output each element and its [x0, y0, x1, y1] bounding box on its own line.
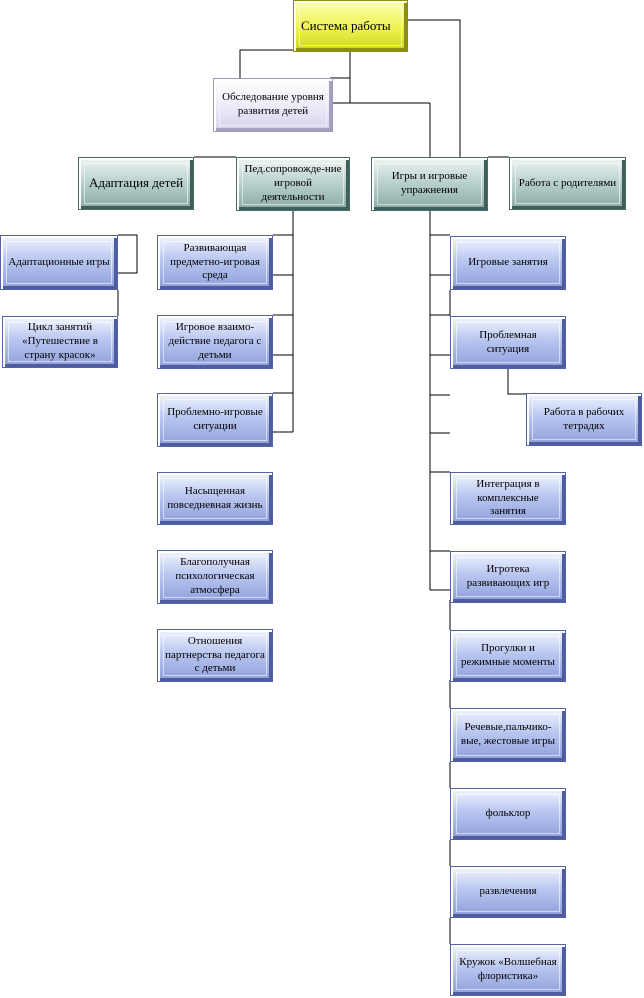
- node-env-label: Развивающая предметно-игровая среда: [170, 241, 260, 282]
- node-game-library: Игротека развивающих игр: [450, 551, 566, 603]
- node-parents-label: Работа с родителями: [518, 176, 617, 189]
- node-ped-support: Пед.сопровожде-ние игровой деятельности: [236, 157, 350, 211]
- node-workbooks: Работа в рабочих тетрадях: [526, 393, 642, 446]
- node-integration-label: Интеграция в комплексные занятия: [476, 477, 540, 518]
- node-game-lessons: Игровые занятия: [450, 236, 566, 290]
- node-integration: Интеграция в комплексные занятия: [450, 472, 566, 525]
- node-adaptation-label: Адаптация детей: [88, 175, 184, 191]
- node-games: Игры и игровые упражнения: [371, 157, 488, 211]
- node-club-label: Кружок «Волшебная флористика»: [459, 956, 557, 982]
- node-daily-life-label: Насыщенная повседневная жизнь: [167, 484, 263, 511]
- node-atmosphere: Благополучная психологическая атмосфера: [157, 550, 273, 604]
- node-folklore: фольклор: [450, 788, 566, 840]
- node-adapt-games-label: Адаптационные игры: [8, 255, 110, 268]
- node-walks-label: Прогулки и режимные моменты: [461, 642, 555, 668]
- connector-adapt-games: [118, 234, 138, 274]
- node-partnership-label: Отношения партнерства педагога с детьми: [165, 634, 265, 675]
- node-survey: Обследование уровня развития детей: [213, 78, 333, 132]
- node-game-lessons-label: Игровые занятия: [468, 256, 548, 269]
- node-club: Кружок «Волшебная флористика»: [450, 944, 566, 996]
- node-lesson-cycle: Цикл занятий «Путешествие в страну красо…: [2, 316, 118, 368]
- node-adaptation: Адаптация детей: [78, 157, 194, 210]
- node-walks: Прогулки и режимные моменты: [450, 630, 566, 682]
- node-lesson-cycle-label: Цикл занятий «Путешествие в страну красо…: [22, 321, 98, 361]
- node-workbooks-label: Работа в рабочих тетрадях: [543, 405, 625, 432]
- node-speech-games: Речевые,пальчико-вые, жестовые игры: [450, 708, 566, 762]
- node-problem-situation-label: Проблемная ситуация: [479, 328, 537, 355]
- node-problem-situation: Проблемная ситуация: [450, 316, 566, 369]
- node-games-label: Игры и игровые упражнения: [391, 170, 468, 196]
- node-parents: Работа с родителями: [509, 157, 626, 210]
- node-daily-life: Насыщенная повседневная жизнь: [157, 472, 273, 525]
- node-entertainment: развлечения: [450, 866, 566, 918]
- connector-root-right: [408, 19, 461, 157]
- node-entertainment-label: развлечения: [479, 885, 537, 898]
- node-adapt-games: Адаптационные игры: [0, 235, 118, 290]
- node-interaction: Игровое взаимо-действие педагога с детьм…: [157, 315, 273, 369]
- node-atmosphere-label: Благополучная психологическая атмосфера: [175, 556, 255, 596]
- node-root: Система работы: [293, 0, 408, 52]
- node-interaction-label: Игровое взаимо-действие педагога с детьм…: [168, 321, 262, 361]
- connector-root-survey: [239, 49, 293, 80]
- node-problem-game: Проблемно-игровые ситуации: [157, 393, 273, 447]
- node-problem-game-label: Проблемно-игровые ситуации: [167, 406, 263, 432]
- node-ped-support-label: Пед.сопровожде-ние игровой деятельности: [244, 163, 342, 203]
- node-speech-games-label: Речевые,пальчико-вые, жестовые игры: [460, 721, 556, 747]
- node-env: Развивающая предметно-игровая среда: [157, 235, 273, 290]
- node-survey-label: Обследование уровня развития детей: [222, 91, 324, 117]
- node-root-label: Система работы: [301, 17, 391, 33]
- node-game-library-label: Игротека развивающих игр: [466, 563, 550, 589]
- node-folklore-label: фольклор: [485, 807, 531, 820]
- node-partnership: Отношения партнерства педагога с детьми: [157, 629, 273, 682]
- connector-problem-workbooks: [507, 368, 545, 395]
